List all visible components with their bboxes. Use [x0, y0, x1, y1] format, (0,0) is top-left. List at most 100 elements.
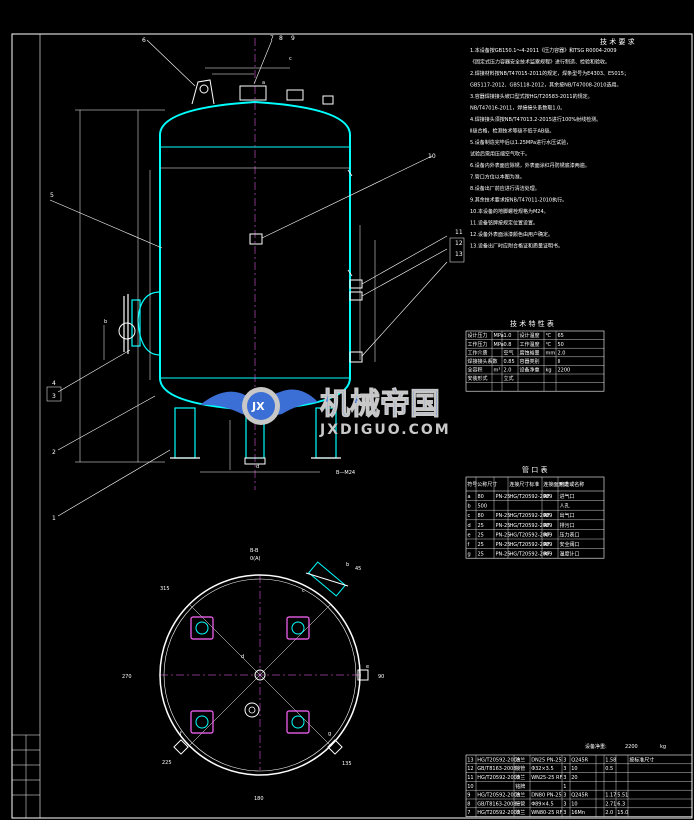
parts-table-cell: 10 — [571, 766, 577, 772]
plan-letter-d: d — [241, 654, 244, 660]
angle-180: 180 — [254, 796, 264, 802]
nozzle-table-cell: d — [468, 523, 471, 529]
parts-table-cell: 法兰 — [515, 756, 525, 763]
parts-table-cell: 9 — [467, 793, 470, 799]
design-table-cell: Ⅱ — [558, 359, 560, 365]
nozzle-table-cell: PN-25 — [496, 542, 511, 548]
plan-letter-b: b — [346, 562, 349, 568]
nozzle-table-cell: HG/T20592-2009 — [510, 513, 553, 519]
callout-7: 7 — [270, 35, 274, 42]
nozzle-table-cell: RF — [544, 523, 550, 529]
design-table-cell: 65 — [558, 333, 564, 339]
design-table-cell: 50 — [558, 342, 564, 348]
tech-line: 2.焊接材料按NB/T47015-2011的规定，焊条型号为E4303、E501… — [470, 70, 629, 77]
tech-line: GB5117-2012、GB5118-2012，其余按NB/T47008-201… — [470, 82, 621, 89]
nozzle-table-header: 连接尺寸标准 — [509, 481, 539, 488]
parts-table-cell: 3 — [563, 757, 566, 763]
parts-table-cell: 法兰 — [515, 809, 525, 816]
parts-table-cell: Q245R — [571, 793, 588, 799]
lifting-lug — [191, 79, 215, 105]
parts-table-cell: 13 — [467, 757, 473, 763]
tech-line: 《固定式压力容器安全技术监察规程》进行制造、检验和验收。 — [470, 59, 610, 66]
nozzle-table-cell: g — [468, 552, 471, 558]
parts-table-cell: 3 — [563, 766, 566, 772]
nozzle-table-header: 符号 — [467, 481, 477, 488]
tech-line: 试验后需用压缩空气吹干。 — [470, 151, 530, 158]
nozzle-table-cell: f — [468, 542, 470, 548]
plan-nozzle-135 — [327, 739, 343, 755]
design-table-cell: 2.0 — [558, 350, 566, 356]
tech-line: 4.焊接接头须按NB/T47013.2-2015进行100%射线检测。 — [470, 116, 601, 123]
parts-table-cell: 15.0 — [617, 810, 628, 816]
tech-line: 7.管口方位以本图为准。 — [470, 174, 525, 181]
design-table-cell: ℃ — [546, 342, 552, 348]
parts-table-cell: 按标准尺寸 — [629, 756, 654, 763]
manhole-cover — [118, 322, 136, 340]
nozzle-table-cell: a — [468, 494, 471, 500]
nozzle-letter-c: c — [289, 56, 292, 62]
plan-drain — [244, 702, 260, 718]
design-table-cell: 0.85 — [504, 359, 515, 365]
callout-13: 13 — [455, 251, 463, 258]
nozzle-table-cell: PN-25 — [496, 532, 511, 538]
design-table-cell: 腐蚀裕量 — [520, 349, 540, 356]
parts-table-cell: Φ32×3.5 — [531, 766, 553, 772]
plan-nozzle-90 — [357, 669, 369, 681]
support-legs — [170, 407, 341, 459]
design-table-title: 技 术 特 性 表 — [510, 319, 554, 328]
design-table-cell: 空气 — [504, 349, 514, 356]
nozzle-table-cell: PN-25 — [496, 494, 511, 500]
parts-table-cell: 1 — [563, 784, 566, 790]
parts-table-cell: DN80 PN-25 — [531, 793, 561, 799]
nozzle-table-cell: b — [468, 504, 471, 510]
tech-line: 13.设备出厂时应附合格证和质量证明书。 — [470, 243, 563, 250]
plan-label: B-B — [250, 548, 259, 554]
parts-table-cell: 11 — [467, 775, 473, 781]
parts-table-cell: Q245R — [571, 757, 588, 763]
nozzle-table-header: 用途或名称 — [559, 481, 584, 488]
parts-table-cell: 10 — [571, 801, 577, 807]
nozzle-table-cell: 25 — [478, 542, 484, 548]
parts-table-cell: 1.58 — [605, 757, 616, 763]
tech-line: 10.本设备的地脚螺栓规格为M24。 — [470, 208, 549, 215]
tech-line: 11.设备铭牌按规定位置设置。 — [470, 220, 538, 227]
parts-table-cell: 铭牌 — [515, 783, 525, 790]
parts-table-cell: 1.17 — [605, 793, 616, 799]
design-table-cell: mm — [546, 350, 556, 356]
nozzle-table-cell: RF — [544, 532, 550, 538]
plan-letter-c: c — [302, 588, 305, 594]
nozzle-table-cell: 500 — [478, 504, 488, 510]
nozzle-table-cell: 80 — [478, 494, 484, 500]
callout-4: 4 — [52, 380, 56, 387]
parts-table-cell: 5.51 — [617, 793, 628, 799]
design-table-cell: kg — [546, 368, 552, 374]
nozzle-table-cell: RF — [544, 542, 550, 548]
nozzle-table-cell: 80 — [478, 513, 484, 519]
nozzle-letter-b: b — [104, 319, 107, 325]
nozzle-table-header: 公称尺寸 — [477, 481, 497, 488]
angle-225: 225 — [162, 760, 172, 766]
vessel-elevation — [118, 38, 363, 490]
parts-table-cell: 法兰 — [515, 792, 525, 799]
tech-requirements-text: 1.本设备按GB150.1～4-2011《压力容器》和TSG R0004-200… — [470, 47, 629, 250]
parts-table-cell: HG/T20592-2009 — [477, 757, 520, 763]
nozzle-table-cell: HG/T20592-2009 — [510, 552, 553, 558]
design-table-cell: 工作介质 — [468, 349, 488, 356]
callout-2: 2 — [52, 449, 56, 456]
plan-center-nozzle — [254, 669, 266, 681]
weight-label: 设备净重: — [585, 743, 607, 750]
parts-table-cell: 法兰 — [515, 774, 525, 781]
nozzle-table-cell: HG/T20592-2009 — [510, 494, 553, 500]
leader-lines — [49, 39, 448, 517]
nozzle-table-cell: 温度计口 — [560, 551, 580, 558]
parts-table-cell: Φ89×4.5 — [531, 801, 553, 807]
angle-90: 90 — [378, 674, 384, 680]
parts-table-cell: DN25 PN-25 — [531, 757, 561, 763]
callout-10: 10 — [428, 153, 436, 160]
nozzle-table-cell: PN-25 — [496, 552, 511, 558]
plan-shell-outer — [159, 574, 361, 776]
design-table-cell: 1.0 — [504, 333, 512, 339]
nozzle-table-header: 连接面形式 — [543, 481, 568, 488]
tech-line: 9.其余技术要求按NB/T47011-2010执行。 — [470, 197, 567, 204]
